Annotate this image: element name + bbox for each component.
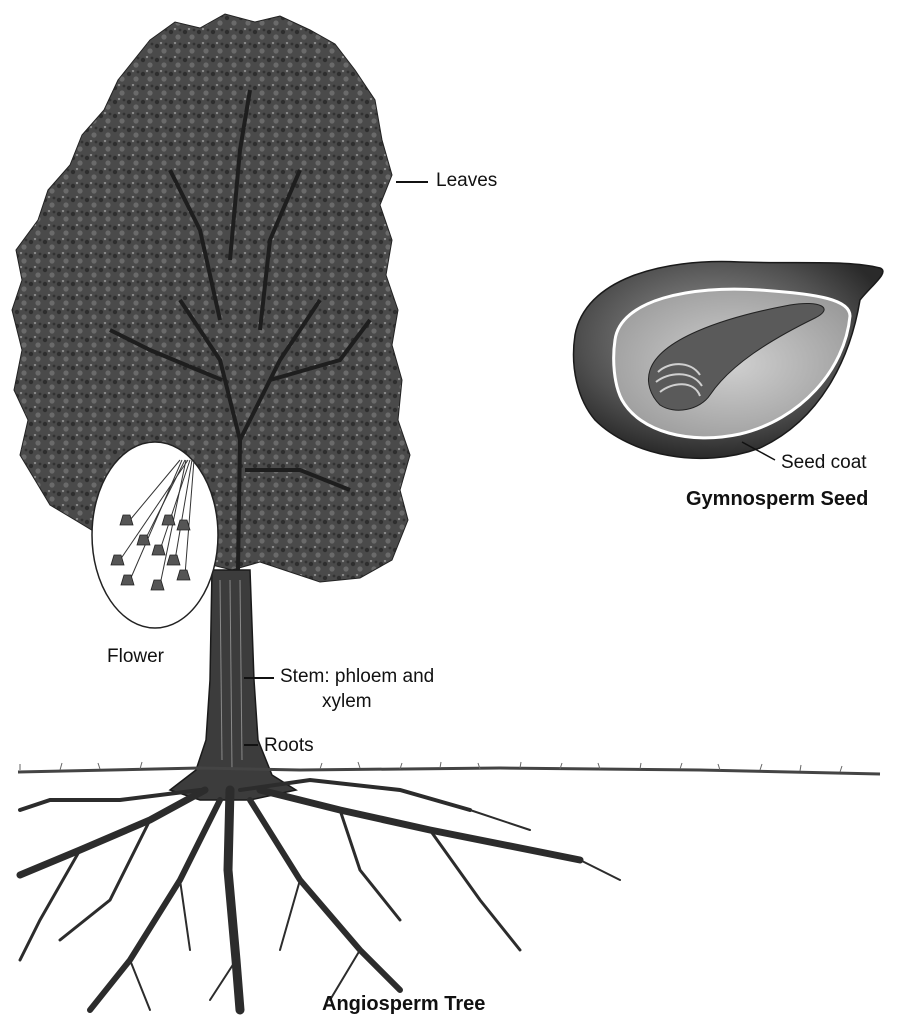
seed-caption: Gymnosperm Seed (686, 488, 868, 511)
ground (18, 768, 880, 774)
roots-label: Roots (264, 735, 314, 757)
seed-illustration (574, 262, 883, 459)
flower-inset (92, 442, 218, 628)
roots-leader (244, 744, 258, 746)
stem-leader (244, 677, 274, 679)
flower-label: Flower (107, 646, 164, 668)
roots-system (20, 780, 620, 1010)
leaves-leader (396, 181, 428, 183)
leaves-label: Leaves (436, 170, 497, 192)
stem-label-line1: Stem: phloem and (280, 666, 434, 688)
stem-label-line2: xylem (322, 691, 372, 713)
seed-coat-label: Seed coat (781, 452, 867, 474)
tree-caption: Angiosperm Tree (322, 993, 485, 1016)
